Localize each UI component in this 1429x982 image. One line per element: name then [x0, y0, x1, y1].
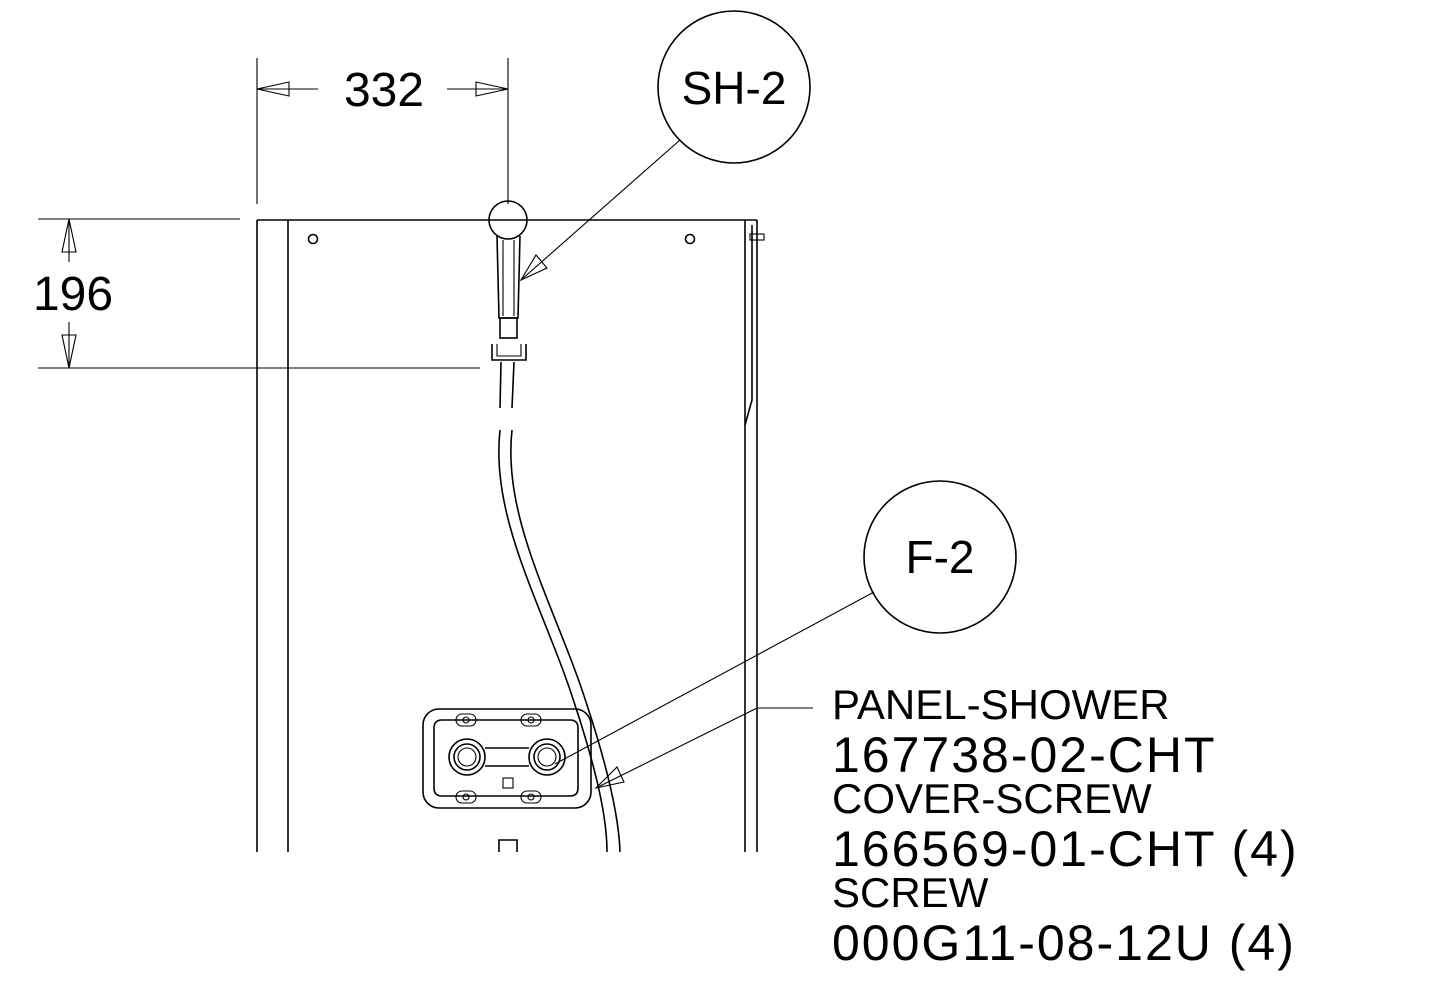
callout-f2: F-2	[554, 480, 1017, 765]
callout-sh2: SH-2	[519, 10, 811, 282]
part-number-cover-screw: 166569-01-CHT (4)	[832, 821, 1299, 877]
callout-f2-label: F-2	[906, 531, 975, 583]
valve-trim	[422, 708, 592, 852]
hand-shower	[488, 200, 621, 853]
part-number-screw: 000G11-08-12U (4)	[832, 915, 1296, 971]
dimension-horizontal: 332	[256, 58, 509, 204]
parts-list: PANEL-SHOWER 167738-02-CHT COVER-SCREW 1…	[832, 681, 1299, 971]
parts-leader	[594, 707, 813, 789]
dimension-horizontal-label: 332	[344, 64, 424, 117]
part-number-panel-shower: 167738-02-CHT	[832, 727, 1217, 783]
shower-panel	[256, 219, 765, 852]
part-name-screw: SCREW	[832, 869, 989, 916]
dimension-vertical: 196	[33, 218, 480, 369]
part-name-cover-screw: COVER-SCREW	[832, 775, 1152, 822]
dimension-vertical-label: 196	[33, 268, 113, 321]
callout-sh2-label: SH-2	[682, 62, 787, 114]
part-name-panel-shower: PANEL-SHOWER	[832, 681, 1170, 728]
